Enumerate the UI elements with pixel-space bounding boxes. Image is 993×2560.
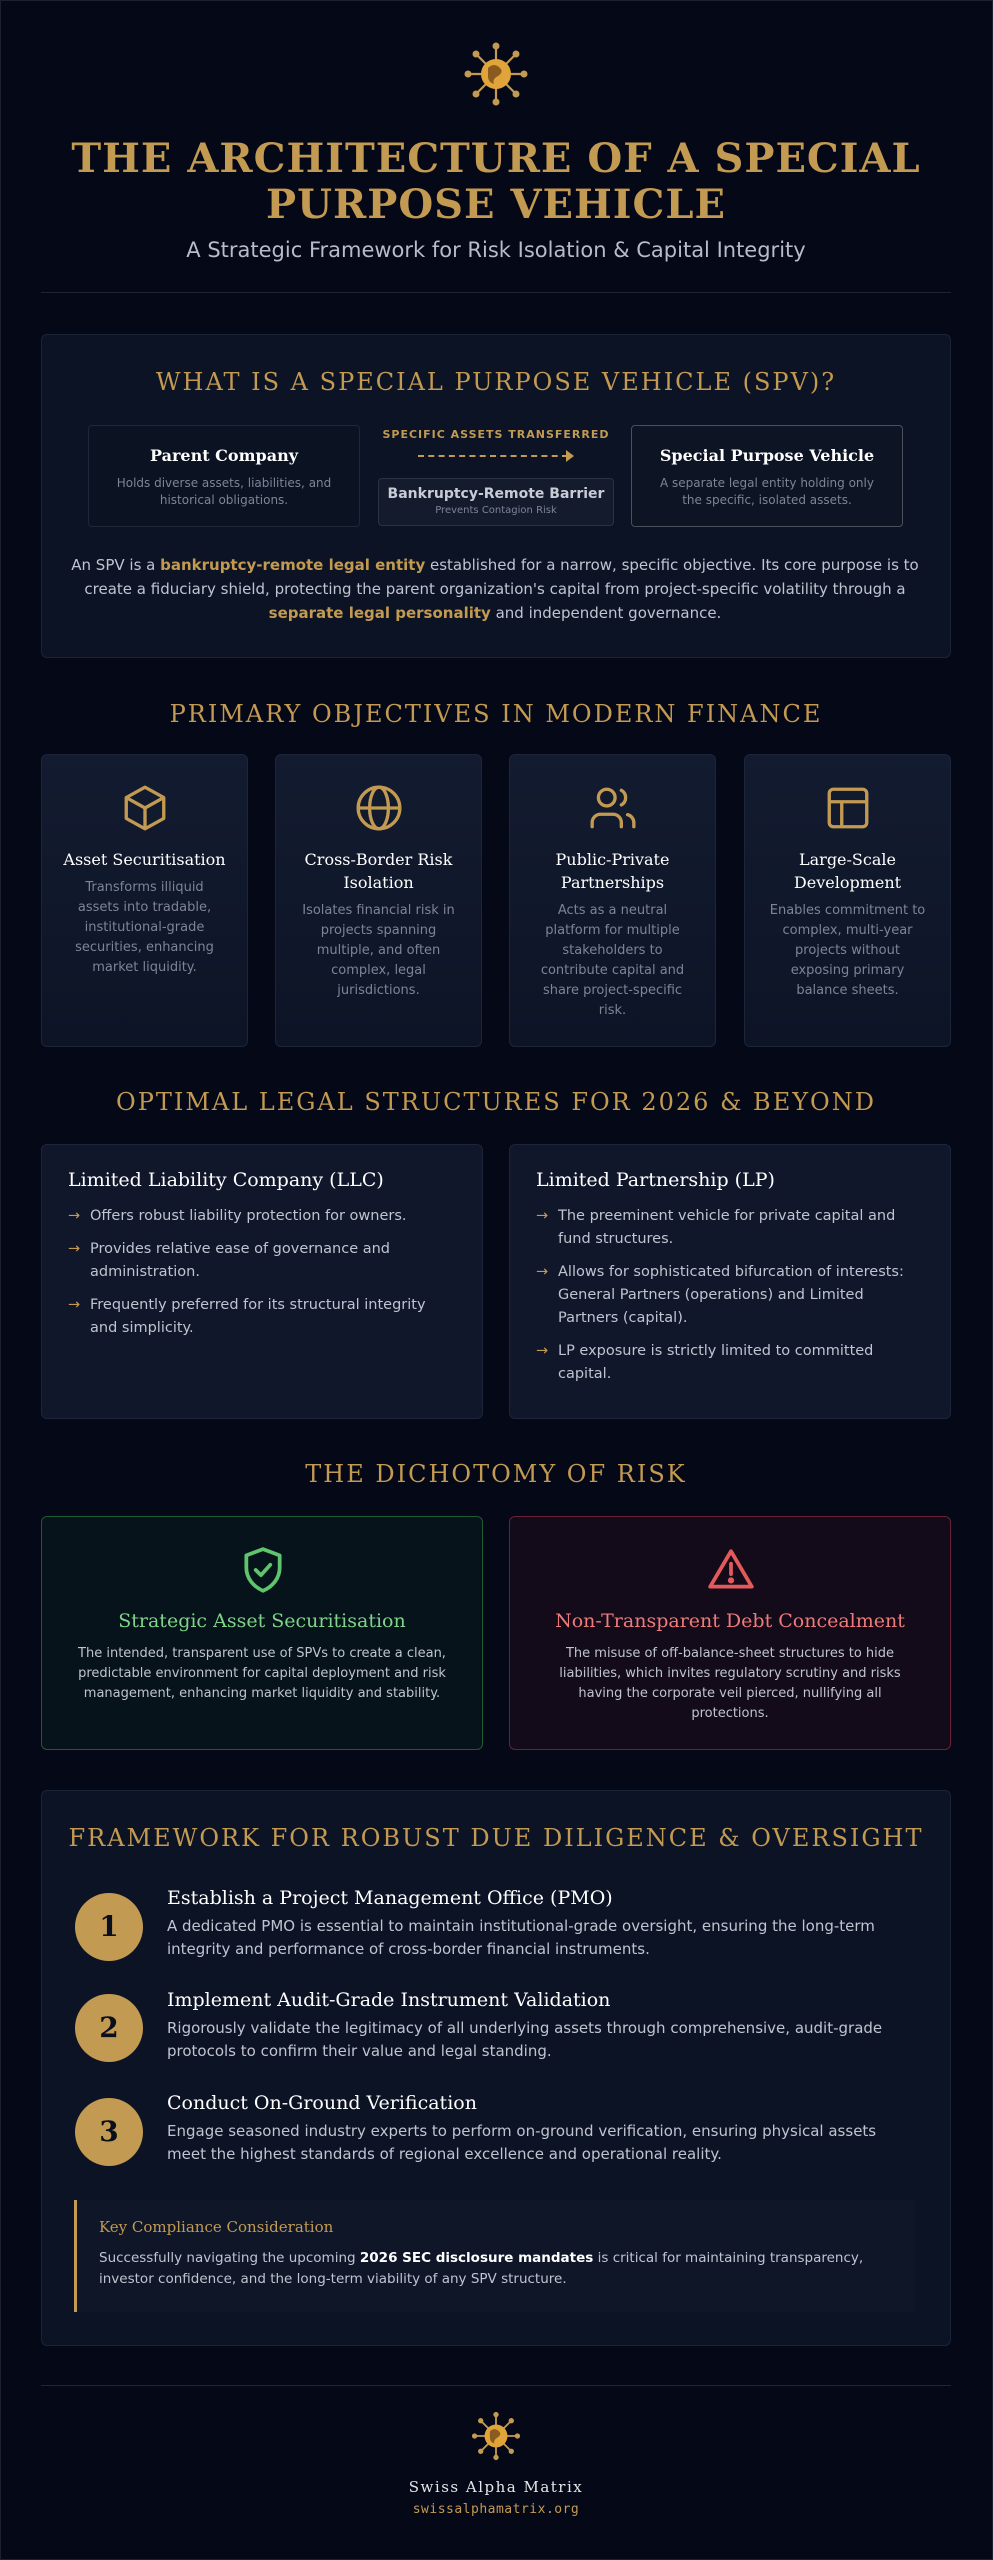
brand-url[interactable]: swissalphamatrix.org xyxy=(412,2502,580,2517)
objective-title: Public-Private Partnerships xyxy=(555,850,670,892)
list-item: →Allows for sophisticated bifurcation of… xyxy=(536,1261,924,1330)
barrier-desc: Prevents Contagion Risk xyxy=(435,505,557,516)
highlight-separate-legal-personality: separate legal personality xyxy=(268,604,491,622)
debt-concealment-title: Non-Transparent Debt Concealment xyxy=(555,1610,905,1632)
footer-divider xyxy=(41,2385,951,2386)
llc-title: Limited Liability Company (LLC) xyxy=(68,1169,384,1191)
step-title: Conduct On-Ground Verification xyxy=(167,2092,477,2114)
page-subtitle: A Strategic Framework for Risk Isolation… xyxy=(186,238,806,262)
step-desc: Engage seasoned industry experts to perf… xyxy=(167,2122,877,2163)
step-title: Implement Audit-Grade Instrument Validat… xyxy=(167,1989,611,2011)
objective-card-ppp: Public-Private Partnerships Acts as a ne… xyxy=(509,754,716,1047)
globe-emblem-icon xyxy=(464,42,528,106)
strategic-securitisation-title: Strategic Asset Securitisation xyxy=(118,1610,406,1632)
objective-desc: Transforms illiquid assets into tradable… xyxy=(75,880,214,975)
arrow-right-icon: → xyxy=(68,1297,81,1313)
objective-card-cross-border: Cross-Border Risk Isolation Isolates fin… xyxy=(275,754,482,1047)
step-desc: A dedicated PMO is essential to maintain… xyxy=(167,1917,875,1958)
list-item: →The preeminent vehicle for private capi… xyxy=(536,1205,924,1251)
highlight-bankruptcy-remote: bankruptcy-remote legal entity xyxy=(160,556,426,574)
step-desc: Rigorously validate the legitimacy of al… xyxy=(167,2019,883,2060)
legal-structures-title: OPTIMAL LEGAL STRUCTURES FOR 2026 & BEYO… xyxy=(116,1088,876,1116)
parent-company-desc: Holds diverse assets, liabilities, and h… xyxy=(116,476,332,507)
objective-title: Large-Scale Development xyxy=(793,850,902,892)
list-item: →LP exposure is strictly limited to comm… xyxy=(536,1340,924,1386)
spv-definition-title: WHAT IS A SPECIAL PURPOSE VEHICLE (SPV)? xyxy=(155,368,837,396)
spv-box-desc: A separate legal entity holding only the… xyxy=(660,476,874,507)
warning-triangle-icon xyxy=(708,1549,754,1589)
debt-concealment-desc: The misuse of off-balance-sheet structur… xyxy=(559,1646,901,1721)
objective-card-securitisation: Asset Securitisation Transforms illiquid… xyxy=(41,754,248,1047)
page-title: THE ARCHITECTURE OF A SPECIAL PURPOSE VE… xyxy=(71,135,921,228)
arrow-right-icon: → xyxy=(536,1264,549,1280)
step-number-2: 2 xyxy=(75,1994,143,2062)
spv-box-title: Special Purpose Vehicle xyxy=(659,446,875,465)
callout-text: Successfully navigating the upcoming 202… xyxy=(99,2250,864,2287)
box-icon xyxy=(124,785,166,831)
spv-box: Special Purpose Vehicle A separate legal… xyxy=(631,425,903,527)
globe-emblem-icon xyxy=(471,2411,521,2461)
strategic-securitisation-desc: The intended, transparent use of SPVs to… xyxy=(78,1646,446,1701)
lp-title: Limited Partnership (LP) xyxy=(536,1169,775,1191)
transfer-arrow-icon xyxy=(566,450,574,462)
debt-concealment-card: Non-Transparent Debt Concealment The mis… xyxy=(509,1516,951,1750)
lp-card: Limited Partnership (LP) →The preeminent… xyxy=(509,1144,951,1419)
objective-desc: Isolates financial risk in projects span… xyxy=(302,903,455,998)
layout-icon xyxy=(827,787,869,829)
strategic-securitisation-card: Strategic Asset Securitisation The inten… xyxy=(41,1516,483,1750)
arrow-right-icon: → xyxy=(536,1343,549,1359)
transfer-arrow-line xyxy=(418,455,568,457)
compliance-callout: Key Compliance Consideration Successfull… xyxy=(74,2200,914,2312)
risk-title: THE DICHOTOMY OF RISK xyxy=(305,1460,687,1488)
parent-company-box: Parent Company Holds diverse assets, lia… xyxy=(88,425,360,527)
users-icon xyxy=(590,787,636,829)
highlight-sec-mandates: 2026 SEC disclosure mandates xyxy=(359,2250,594,2266)
divider xyxy=(41,292,951,293)
list-item: →Provides relative ease of governance an… xyxy=(68,1238,456,1284)
llc-card: Limited Liability Company (LLC) →Offers … xyxy=(41,1144,483,1419)
objective-card-development: Large-Scale Development Enables commitme… xyxy=(744,754,951,1047)
barrier-title: Bankruptcy-Remote Barrier xyxy=(387,486,605,502)
list-item: →Frequently preferred for its structural… xyxy=(68,1294,456,1340)
framework-title: FRAMEWORK FOR ROBUST DUE DILIGENCE & OVE… xyxy=(68,1824,924,1852)
objective-desc: Acts as a neutral platform for multiple … xyxy=(540,903,685,1018)
brand-name: Swiss Alpha Matrix xyxy=(408,2478,584,2496)
callout-title: Key Compliance Consideration xyxy=(99,2218,334,2236)
globe-icon xyxy=(356,785,402,831)
objectives-title: PRIMARY OBJECTIVES IN MODERN FINANCE xyxy=(169,700,823,728)
shield-check-icon xyxy=(244,1547,282,1593)
list-item: →Offers robust liability protection for … xyxy=(68,1205,456,1228)
arrow-right-icon: → xyxy=(68,1208,81,1224)
arrow-right-icon: → xyxy=(536,1208,549,1224)
objective-desc: Enables commitment to complex, multi-yea… xyxy=(769,903,926,998)
transfer-label: SPECIFIC ASSETS TRANSFERRED xyxy=(382,428,610,441)
bankruptcy-barrier-box: Bankruptcy-Remote Barrier Prevents Conta… xyxy=(378,478,614,526)
arrow-right-icon: → xyxy=(68,1241,81,1257)
objective-title: Cross-Border Risk Isolation xyxy=(304,850,453,892)
step-title: Establish a Project Management Office (P… xyxy=(167,1887,613,1909)
objective-title: Asset Securitisation xyxy=(63,850,226,869)
step-number-1: 1 xyxy=(75,1893,143,1961)
parent-company-title: Parent Company xyxy=(150,446,298,465)
spv-intro-text: An SPV is a bankruptcy-remote legal enti… xyxy=(71,556,919,622)
step-number-3: 3 xyxy=(75,2098,143,2166)
